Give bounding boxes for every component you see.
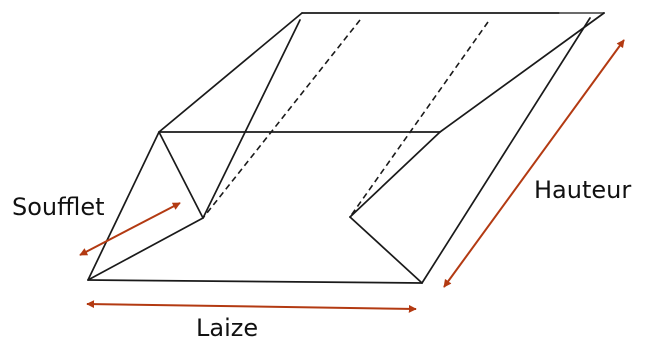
laize-dimension-arrow	[86, 300, 417, 313]
right-hidden-fold-line	[349, 21, 489, 218]
soufflet-dimension-arrow	[79, 202, 181, 256]
left-hidden-fold-line	[202, 19, 361, 219]
dimension-arrows	[79, 39, 625, 313]
hidden-fold-lines	[202, 19, 489, 219]
left-front-diagonal-edge	[202, 19, 301, 219]
hauteur-dimension-arrow	[443, 39, 625, 288]
right-front-edge	[421, 17, 591, 284]
bag-outline	[87, 12, 605, 284]
bottom-edge	[87, 279, 423, 284]
left-gusset-lower-edge	[87, 217, 204, 281]
left-top-fold-edge	[158, 12, 303, 133]
hauteur-label: Hauteur	[534, 176, 632, 204]
left-gusset-upper-edge	[158, 131, 204, 219]
soufflet-label: Soufflet	[12, 193, 105, 221]
laize-label: Laize	[196, 314, 259, 342]
right-top-diagonal-edge	[439, 12, 605, 133]
right-gusset-lower-edge	[349, 216, 423, 284]
right-inner-edge	[349, 131, 441, 218]
